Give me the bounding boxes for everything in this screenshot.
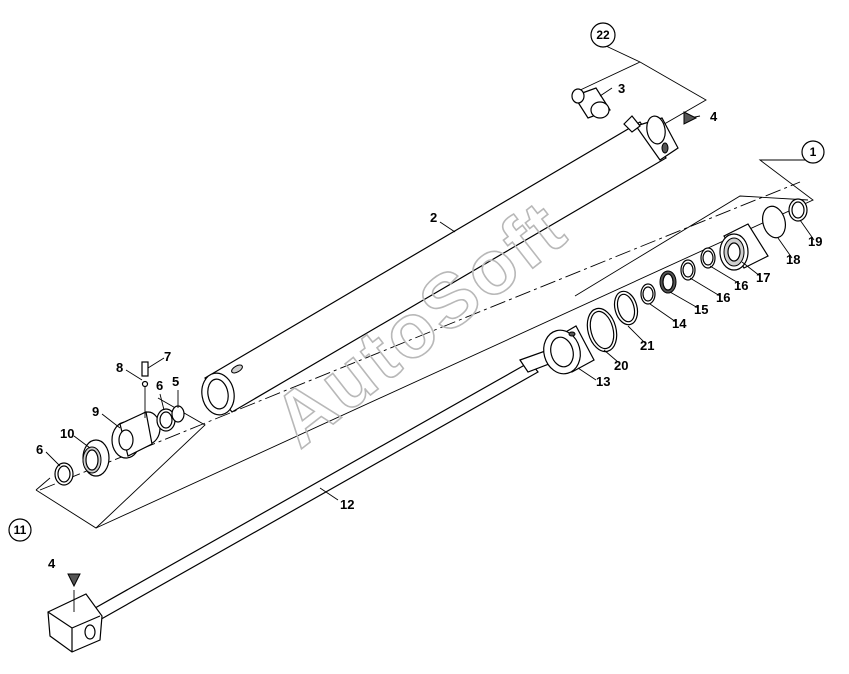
ring-part-6-left <box>54 462 74 486</box>
head-part-17 <box>719 223 769 271</box>
callout-label-21: 21 <box>640 338 654 353</box>
callout-label-1: 1 <box>810 145 817 159</box>
pin-part-3 <box>571 87 641 133</box>
seal-part-15 <box>659 270 677 294</box>
callout-label-17: 17 <box>756 270 770 285</box>
ring-part-21 <box>613 290 639 326</box>
cylinder-barrel <box>201 115 679 416</box>
callout-label-8: 8 <box>116 360 123 375</box>
callout-label-5: 5 <box>172 374 179 389</box>
piston-rod <box>47 349 555 653</box>
oring-part-18 <box>761 205 787 239</box>
group-22-bracket <box>575 45 707 139</box>
callout-label-4-top: 4 <box>710 109 718 124</box>
arrow-marker-4-top <box>683 111 698 125</box>
callout-label-19: 19 <box>808 234 822 249</box>
callout-label-4-bottom: 4 <box>48 556 56 571</box>
arrow-marker-4-bottom <box>67 573 81 588</box>
callout-label-6-right: 6 <box>156 378 163 393</box>
callout-label-3: 3 <box>618 81 625 96</box>
leader-lines <box>45 87 815 612</box>
ring-part-19 <box>788 198 808 222</box>
callout-label-10: 10 <box>60 426 74 441</box>
piston-part-13 <box>543 325 595 375</box>
gland-part-9 <box>111 411 161 459</box>
callout-label-15: 15 <box>694 302 708 317</box>
pin-part-7-8 <box>141 361 149 418</box>
callout-label-18: 18 <box>786 252 800 267</box>
callout-label-16-a: 16 <box>716 290 730 305</box>
oring-part-5 <box>171 405 185 423</box>
callout-label-20: 20 <box>614 358 628 373</box>
ring-part-14 <box>640 283 656 305</box>
callout-label-14: 14 <box>672 316 687 331</box>
ring-part-16-a <box>680 259 696 281</box>
group-1-bracket <box>95 159 814 529</box>
callout-label-2: 2 <box>430 210 437 225</box>
callout-label-9: 9 <box>92 404 99 419</box>
callout-label-7: 7 <box>164 349 171 364</box>
seal-part-10 <box>82 439 110 477</box>
wear-ring-part-20 <box>586 307 618 353</box>
ring-part-6-right <box>156 408 176 432</box>
callout-label-11: 11 <box>14 523 27 537</box>
callout-label-13: 13 <box>596 374 610 389</box>
callout-circle-11 <box>8 518 32 542</box>
callout-circle-1 <box>801 140 825 164</box>
callout-label-12: 12 <box>340 497 354 512</box>
center-line <box>39 181 801 491</box>
callout-label-6-left: 6 <box>36 442 43 457</box>
callout-label-16-b: 16 <box>734 278 748 293</box>
callout-label-22: 22 <box>596 28 610 42</box>
ring-part-16-b <box>700 247 716 269</box>
callout-circle-22 <box>590 22 616 48</box>
